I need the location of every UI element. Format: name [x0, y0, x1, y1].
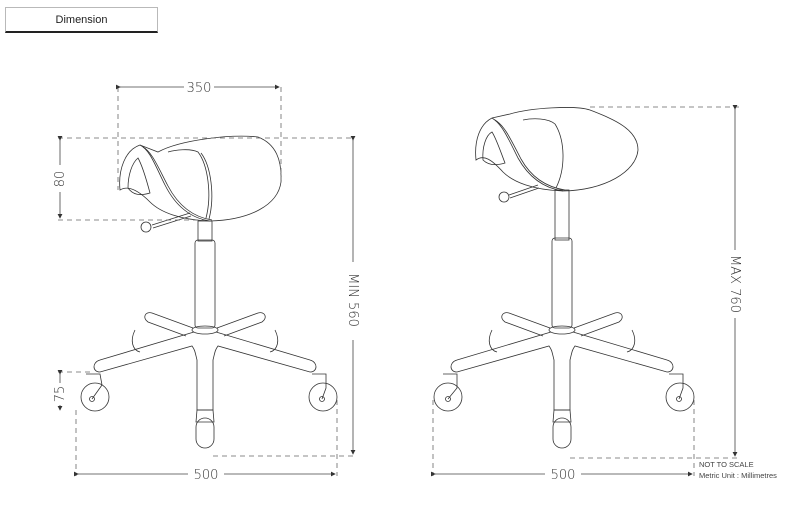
seat-width-label: 350: [187, 81, 212, 96]
gas-column-icon: [191, 220, 219, 335]
left-stool: 350 80 75 500 MIN 560: [53, 81, 360, 483]
base-width-label-right: 500: [551, 468, 576, 483]
gas-column-icon: [548, 189, 576, 335]
base-width-label-left: 500: [194, 468, 219, 483]
right-stool: 500 MAX 760: [431, 105, 742, 483]
height-lever-icon: [140, 212, 192, 233]
max-height-label: MAX 760: [727, 255, 742, 313]
not-to-scale-note: NOT TO SCALE: [699, 460, 754, 469]
seat-icon: [119, 135, 282, 222]
caster-height-label: 75: [53, 386, 68, 403]
metric-unit-note: Metric Unit : Millimetres: [699, 471, 777, 480]
dimension-tab[interactable]: Dimension: [5, 7, 158, 33]
five-star-base-icon: [450, 312, 674, 411]
dimension-tab-label: Dimension: [55, 13, 108, 26]
caster-wheels-icon: [80, 329, 338, 449]
five-star-base-icon: [93, 312, 317, 411]
height-lever-icon: [498, 184, 540, 203]
seat-icon: [475, 107, 639, 192]
min-height-label: MIN 560: [345, 273, 360, 327]
seat-depth-label: 80: [53, 171, 68, 188]
caster-wheels-icon: [433, 329, 695, 449]
